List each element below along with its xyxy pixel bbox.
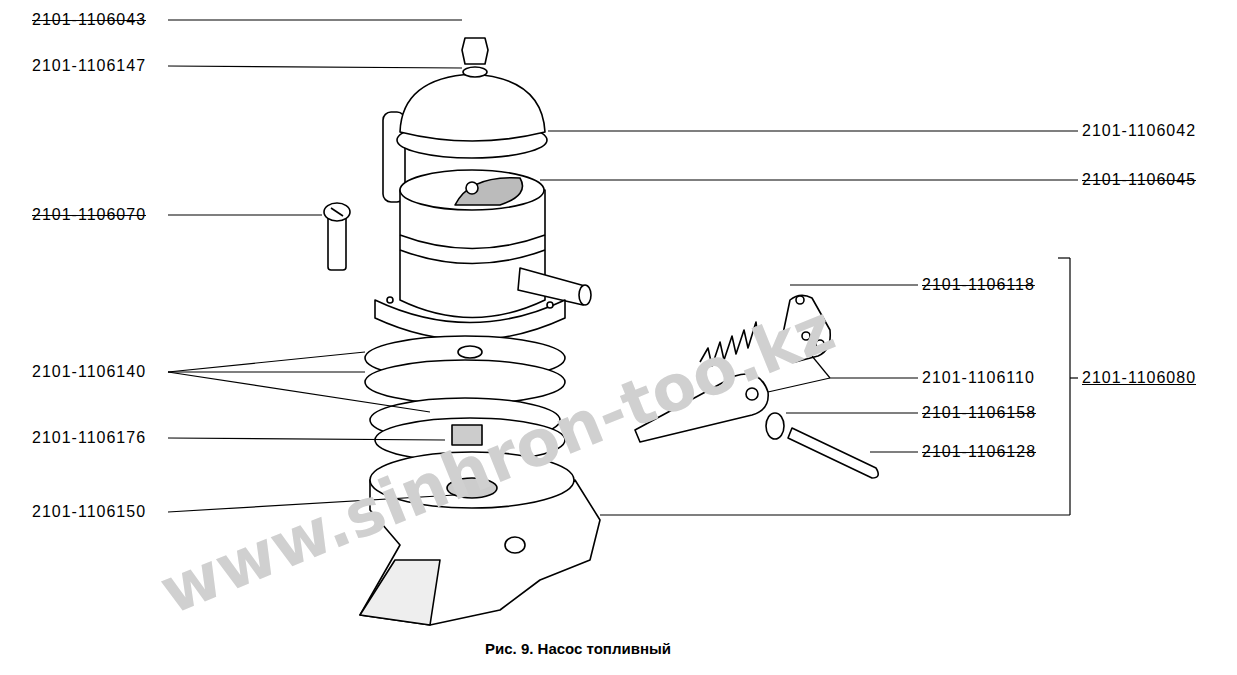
part-number: 2101-1106147	[32, 57, 146, 75]
part-number: 2101-1106158	[922, 404, 1036, 422]
part-number: 2101-1106110	[922, 369, 1035, 387]
part-number: 2101-1106080	[1082, 369, 1196, 387]
part-number: 2101-1106042	[1082, 122, 1196, 140]
part-number: 2101-1106045	[1082, 171, 1196, 189]
part-number: 2101-1106140	[32, 363, 146, 381]
part-number: 2101-1106176	[32, 429, 146, 447]
part-number: 2101-1106070	[32, 206, 146, 224]
part-number: 2101-1106118	[922, 276, 1035, 294]
figure-caption: Рис. 9. Насос топливный	[485, 640, 671, 657]
part-number: 2101-1106043	[32, 11, 146, 29]
part-number: 2101-1106150	[32, 503, 146, 521]
part-number: 2101-1106128	[922, 443, 1036, 461]
